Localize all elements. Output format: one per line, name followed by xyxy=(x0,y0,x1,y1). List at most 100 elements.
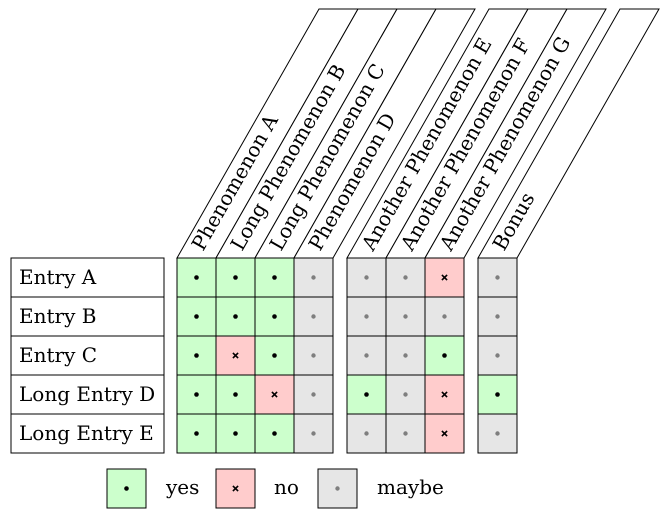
maybe-dot-icon xyxy=(364,314,369,319)
legend-label: yes xyxy=(165,475,199,499)
no-cross-icon xyxy=(232,485,239,492)
maybe-dot-icon xyxy=(403,431,408,436)
yes-dot-icon xyxy=(233,392,238,397)
maybe-dot-icon xyxy=(335,486,340,491)
row-label-box xyxy=(10,296,165,337)
no-cross-icon xyxy=(441,391,448,398)
cell-yes xyxy=(215,257,256,298)
cell-no xyxy=(254,374,295,415)
cell-maybe xyxy=(424,296,465,337)
yes-dot-icon xyxy=(272,314,277,319)
maybe-dot-icon xyxy=(403,392,408,397)
cell-maybe xyxy=(293,296,334,337)
cell-maybe xyxy=(385,257,426,298)
yes-dot-icon xyxy=(495,392,500,397)
cell-yes xyxy=(254,257,295,298)
legend-item-no: no xyxy=(215,468,299,509)
cell-no xyxy=(424,374,465,415)
yes-dot-icon xyxy=(272,353,277,358)
cell-yes xyxy=(477,374,518,415)
legend: yes no maybe xyxy=(106,468,444,509)
maybe-dot-icon xyxy=(311,275,316,280)
cell-yes xyxy=(215,296,256,337)
maybe-dot-icon xyxy=(403,275,408,280)
cell-maybe xyxy=(477,296,518,337)
no-cross-icon xyxy=(271,391,278,398)
cell-yes xyxy=(176,374,217,415)
legend-label: maybe xyxy=(377,475,444,499)
row-label: Long Entry E xyxy=(19,421,154,445)
row-label: Entry B xyxy=(19,304,96,328)
maybe-dot-icon xyxy=(311,392,316,397)
cell-maybe xyxy=(346,335,387,376)
cell-maybe xyxy=(385,335,426,376)
maybe-dot-icon xyxy=(495,353,500,358)
yes-dot-icon xyxy=(442,353,447,358)
yes-dot-icon xyxy=(124,486,129,491)
cell-yes xyxy=(254,335,295,376)
yes-dot-icon xyxy=(272,275,277,280)
cell-yes xyxy=(215,374,256,415)
cell-yes xyxy=(424,335,465,376)
cell-maybe xyxy=(385,413,426,454)
yes-dot-icon xyxy=(233,275,238,280)
maybe-dot-icon xyxy=(311,353,316,358)
maybe-dot-icon xyxy=(495,275,500,280)
cell-yes xyxy=(176,335,217,376)
maybe-dot-icon xyxy=(403,353,408,358)
row-label-box xyxy=(10,257,165,298)
yes-dot-icon xyxy=(233,314,238,319)
yes-dot-icon xyxy=(194,431,199,436)
yes-dot-icon xyxy=(364,392,369,397)
maybe-dot-icon xyxy=(311,314,316,319)
cell-yes xyxy=(176,413,217,454)
maybe-dot-icon xyxy=(364,275,369,280)
cell-no xyxy=(424,257,465,298)
no-cross-icon xyxy=(441,274,448,281)
yes-dot-icon xyxy=(272,431,277,436)
maybe-dot-icon xyxy=(442,314,447,319)
legend-item-maybe: maybe xyxy=(317,468,444,509)
no-cross-icon xyxy=(441,430,448,437)
yes-dot-icon xyxy=(194,392,199,397)
cell-yes xyxy=(346,374,387,415)
cell-maybe xyxy=(293,374,334,415)
cell-yes xyxy=(254,296,295,337)
legend-label: no xyxy=(274,475,299,499)
yes-dot-icon xyxy=(233,431,238,436)
cell-maybe xyxy=(346,413,387,454)
cell-maybe xyxy=(293,335,334,376)
cell-maybe xyxy=(385,374,426,415)
cell-no xyxy=(215,335,256,376)
maybe-dot-icon xyxy=(364,353,369,358)
cell-maybe xyxy=(346,257,387,298)
row-label: Entry A xyxy=(19,265,97,289)
row-labels: Entry A Entry B Entry C Long Entry D Long En… xyxy=(10,257,165,454)
cell-maybe xyxy=(385,296,426,337)
row-label: Long Entry D xyxy=(19,382,155,406)
row-label-box xyxy=(10,374,165,415)
row-label-box xyxy=(10,413,165,454)
legend-item-yes: yes xyxy=(106,468,199,509)
cell-yes xyxy=(254,413,295,454)
cell-maybe xyxy=(477,413,518,454)
cell-yes xyxy=(176,296,217,337)
row-label-box xyxy=(10,335,165,376)
yes-dot-icon xyxy=(194,353,199,358)
cell-yes xyxy=(215,413,256,454)
cell-maybe xyxy=(293,257,334,298)
cell-maybe xyxy=(293,413,334,454)
no-cross-icon xyxy=(232,352,239,359)
maybe-dot-icon xyxy=(403,314,408,319)
cell-yes xyxy=(176,257,217,298)
maybe-dot-icon xyxy=(364,431,369,436)
cell-maybe xyxy=(477,335,518,376)
maybe-dot-icon xyxy=(311,431,316,436)
cell-maybe xyxy=(346,296,387,337)
maybe-dot-icon xyxy=(495,431,500,436)
cell-grid xyxy=(176,257,518,454)
maybe-dot-icon xyxy=(495,314,500,319)
row-label: Entry C xyxy=(19,343,97,367)
